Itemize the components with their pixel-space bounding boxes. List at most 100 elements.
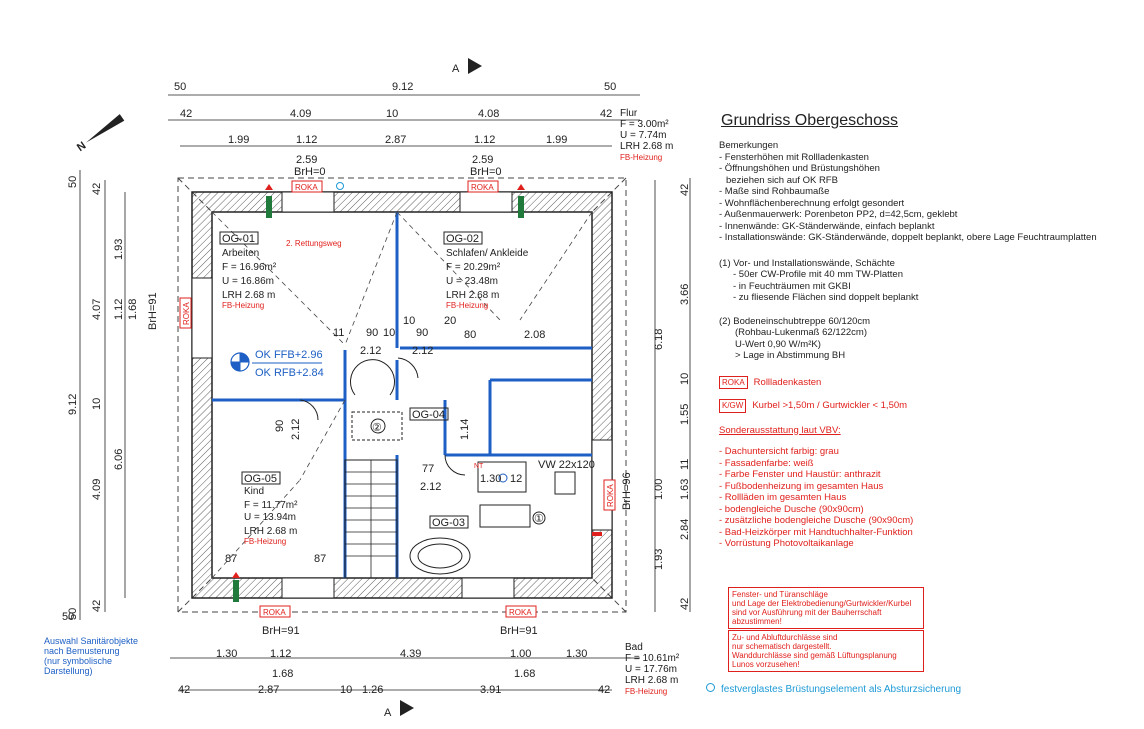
room-id-og04: OG-04 xyxy=(412,409,445,421)
inner-dim-80: 80 xyxy=(464,329,476,341)
inner-dim-12: 12 xyxy=(510,473,522,485)
dim-left-brh: BrH=91 xyxy=(147,292,159,330)
roka-tag-bottom-left: ROKA xyxy=(259,605,291,618)
svg-text:ROKA: ROKA xyxy=(182,302,191,325)
dim-left-50-bot: 50 xyxy=(67,608,79,620)
roka-tag-top-left: ROKA xyxy=(291,180,323,193)
section-label-bottom: A xyxy=(384,707,392,719)
notes-panel: Grundriss Obergeschoss Bemerkungen - Fen… xyxy=(719,112,1139,550)
dim-top-199-right: 1.99 xyxy=(546,134,567,146)
dim-right-163: 1.63 xyxy=(679,479,691,500)
sanitary-note: Auswahl Sanitärobjekte nach Bemusterung … xyxy=(44,636,139,676)
label-nt: NT xyxy=(474,463,484,470)
dim-left-10: 10 xyxy=(91,398,103,410)
roka-tag-left: ROKA xyxy=(179,297,192,329)
room-area-og05: F = 11.77m² xyxy=(244,500,298,511)
flur-area: F = 3.00m² xyxy=(620,119,669,130)
bad-perimeter: U = 17.76m xyxy=(625,664,677,675)
floor-plan-drawing: A A N 50 9.12 50 42 4.09 10 4.08 42 1.99… xyxy=(62,58,691,719)
room-name-og01: Arbeiten xyxy=(222,248,259,259)
dim-right-10: 10 xyxy=(679,373,691,385)
dim-bot-130-left: 1.30 xyxy=(216,648,237,660)
room-id-og02: OG-02 xyxy=(446,233,479,245)
flur-lrh: LRH 2.68 m xyxy=(620,141,674,152)
inner-dim-90a: 90 xyxy=(366,327,378,339)
flur-name: Flur xyxy=(620,108,638,119)
svg-text:ROKA: ROKA xyxy=(295,183,318,192)
bad-heat: FB-Heizung xyxy=(625,687,668,696)
roka-tag-right: ROKA xyxy=(603,479,616,511)
dim-right-366: 3.66 xyxy=(679,284,691,305)
dim-bot-168-left: 1.68 xyxy=(272,668,293,680)
dim-bot-50-left: 50 xyxy=(62,611,74,623)
dim-bot-100: 1.00 xyxy=(510,648,531,660)
dim-top-409: 4.09 xyxy=(290,108,311,120)
dim-top-408: 4.08 xyxy=(478,108,499,120)
bad-name: Bad xyxy=(625,642,643,653)
room-id-og01: OG-01 xyxy=(222,233,255,245)
level-ffb: OK FFB+2.96 xyxy=(255,349,323,361)
dim-bot-130-right: 1.30 xyxy=(566,648,587,660)
special-heading: Sonderausstattung laut VBV: xyxy=(719,424,841,436)
dim-bot-287: 2.87 xyxy=(258,684,279,696)
inner-dim-90b: 90 xyxy=(416,327,428,339)
room-id-og05: OG-05 xyxy=(244,473,277,485)
dim-top-brh-left: BrH=0 xyxy=(294,166,326,178)
inner-dim-130: 1.30 xyxy=(480,473,501,485)
dim-top-42-right: 42 xyxy=(600,108,612,120)
svg-text:ROKA: ROKA xyxy=(509,608,532,617)
dim-bot-42-left: 42 xyxy=(178,684,190,696)
dim-top-total: 9.12 xyxy=(392,81,413,93)
level-rfb: OK RFB+2.84 xyxy=(255,367,324,379)
dim-left-193: 1.93 xyxy=(113,239,125,260)
room-area-og02: F = 20.29m² xyxy=(446,262,501,273)
inner-dim-114: 1.14 xyxy=(459,419,471,440)
dim-top-brh-right: BrH=0 xyxy=(470,166,502,178)
inner-dim-77: 77 xyxy=(422,463,434,475)
dim-top-259-left: 2.59 xyxy=(296,154,317,166)
room-perimeter-og02: U = 23.48m xyxy=(446,276,498,287)
north-arrow-icon: N xyxy=(75,114,125,154)
bad-lrh: LRH 2.68 m xyxy=(625,675,679,686)
escape-route-label: 2. Rettungsweg xyxy=(286,239,342,248)
room-lrh-og02: LRH 2.68 m xyxy=(446,290,499,301)
dim-right-42-bot: 42 xyxy=(679,598,691,610)
inner-dim-90c: 90 xyxy=(274,420,286,432)
inner-dim-212d: 2.12 xyxy=(420,481,441,493)
room-lrh-og01: LRH 2.68 m xyxy=(222,290,275,301)
dim-top-199-left: 1.99 xyxy=(228,134,249,146)
dim-top-10: 10 xyxy=(386,108,398,120)
dim-top-50-right: 50 xyxy=(604,81,616,93)
installation-mark: ① xyxy=(534,513,544,525)
attic-stair-mark: ② xyxy=(372,422,382,434)
glazing-icon xyxy=(706,683,715,692)
dim-top-112-right: 1.12 xyxy=(474,134,495,146)
dim-left-42-bot: 42 xyxy=(91,600,103,612)
flur-heat: FB-Heizung xyxy=(620,153,663,162)
roka-tag-top-right: ROKA xyxy=(467,180,499,193)
dim-right-11: 11 xyxy=(679,459,691,470)
remarks-heading: Bemerkungen xyxy=(719,140,779,151)
dim-right-284: 2.84 xyxy=(679,519,691,540)
dim-top-287: 2.87 xyxy=(385,134,406,146)
dim-left-606: 6.06 xyxy=(113,449,125,470)
bad-info: Bad F = 10.61m² U = 17.76m LRH 2.68 m FB… xyxy=(625,642,679,697)
warning-box-1: Fenster- und Türanschläge und Lage der E… xyxy=(728,587,924,629)
dim-bot-126: 1.26 xyxy=(362,684,383,696)
dim-right-42: 42 xyxy=(679,184,691,196)
dim-left-407: 4.07 xyxy=(91,299,103,320)
dim-left-50: 50 xyxy=(67,176,79,188)
room-lrh-og05: LRH 2.68 m xyxy=(244,526,297,537)
dim-bot-brh-right: BrH=91 xyxy=(500,625,538,637)
dim-top-112-left: 1.12 xyxy=(296,134,317,146)
level-marker-icon xyxy=(230,352,250,372)
inner-dim-11: 11 xyxy=(333,327,344,339)
dim-bot-42-right: 42 xyxy=(598,684,610,696)
svg-text:ROKA: ROKA xyxy=(471,183,494,192)
inner-dim-212a: 2.12 xyxy=(360,345,381,357)
room-perimeter-og05: U = 13.94m xyxy=(244,512,296,523)
warning-box-2: Zu- und Abluftdurchlässe sind nur schema… xyxy=(728,630,924,672)
roka-tag-bottom-right: ROKA xyxy=(505,605,537,618)
flur-perimeter: U = 7.74m xyxy=(620,130,667,141)
inner-dim-10a: 10 xyxy=(383,327,395,339)
